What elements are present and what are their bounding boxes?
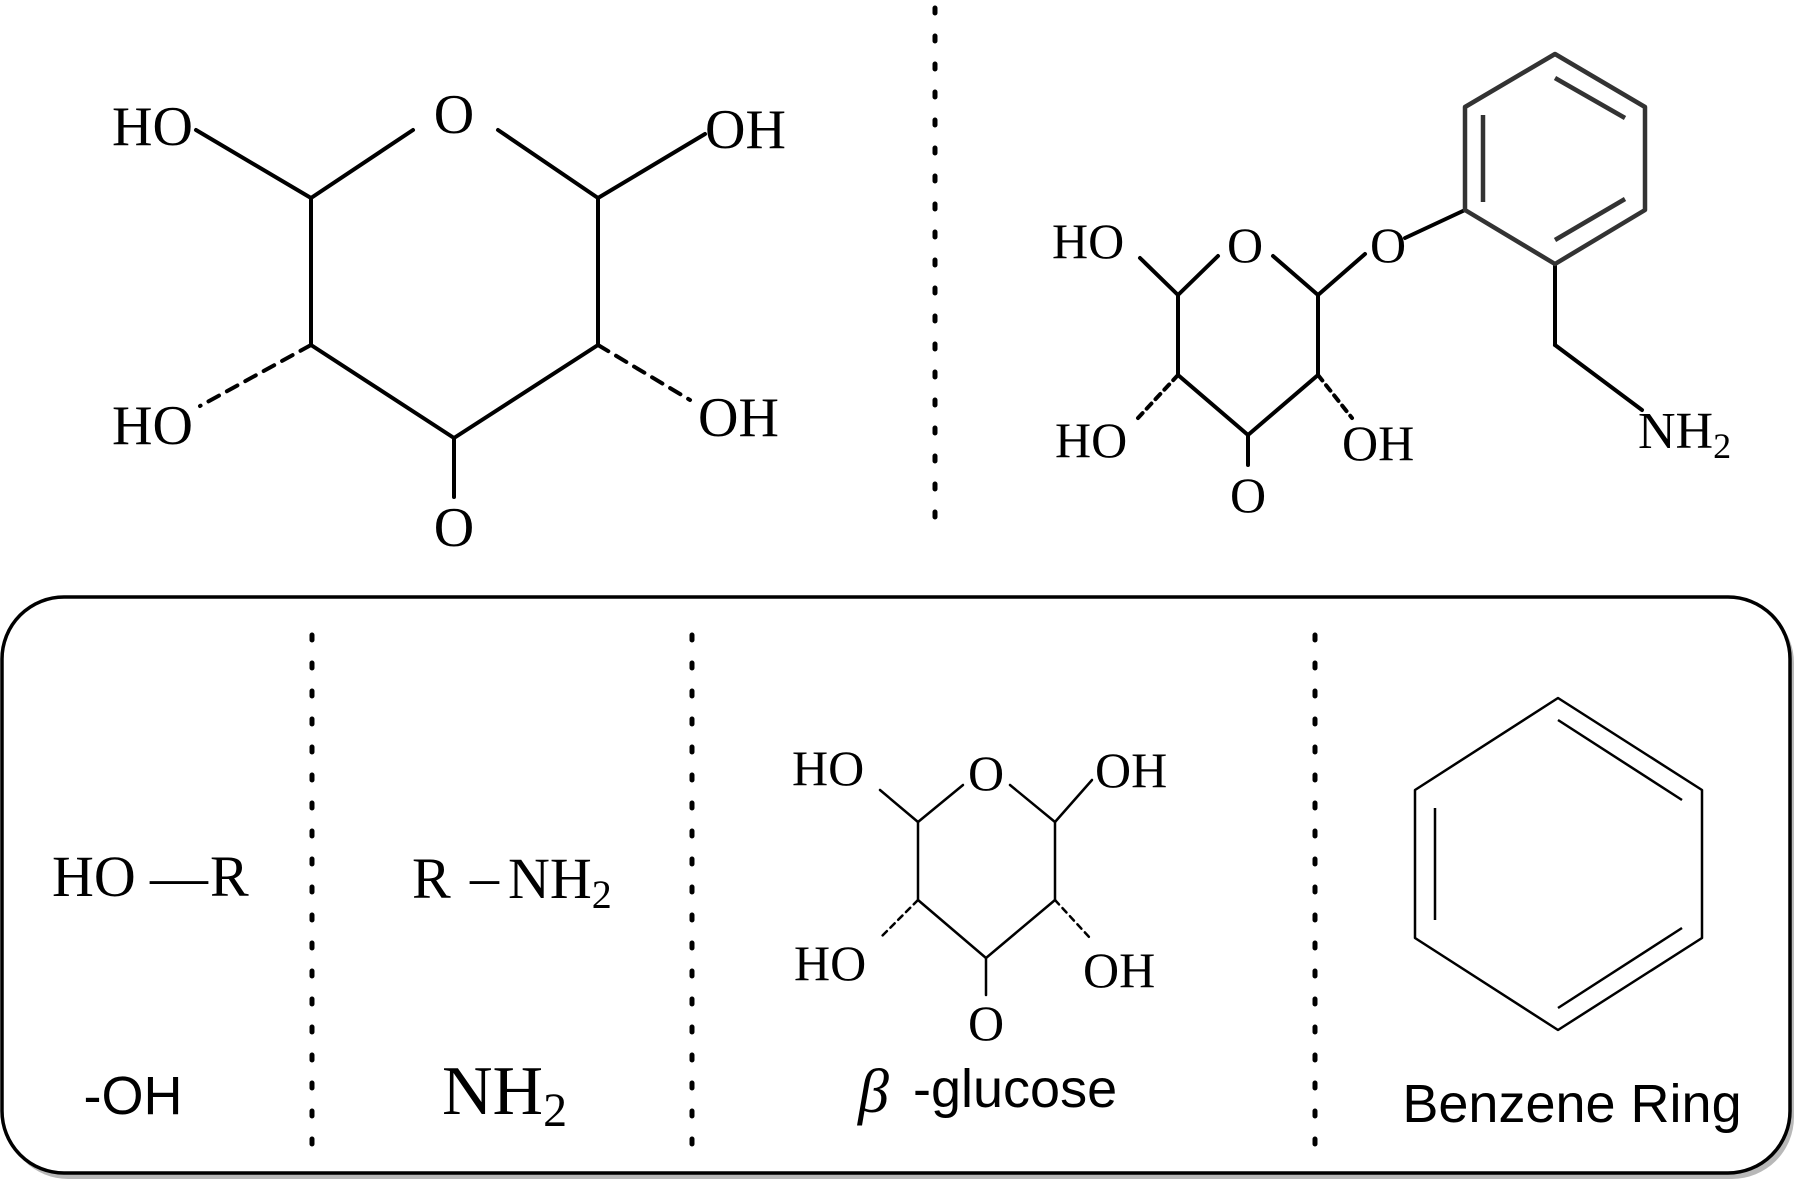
amine-label: NH2 (1638, 403, 1731, 466)
bond (1053, 778, 1094, 824)
top-conjugate-molecule: HO O O HO OH O NH2 (1052, 51, 1731, 523)
amine-formula-nh2: NH2 (508, 846, 612, 917)
amine-caption: NH2 (442, 1053, 567, 1137)
legend-dividers (309, 632, 1318, 1153)
benzene-ring (1462, 51, 1648, 267)
bond (916, 783, 965, 824)
bond (1271, 254, 1320, 297)
dashed-bond (1053, 898, 1092, 940)
hydroxyl-label: HO (112, 96, 193, 158)
legend-panel: HO — R -OH R – NH2 NH2 (0, 595, 1794, 1179)
hydroxyl-label: OH (705, 99, 786, 161)
ring-oxygen-label: O (434, 84, 474, 146)
oxygen-label: O (968, 995, 1004, 1051)
hydroxyl-label: OH (1095, 742, 1167, 798)
hydroxyl-caption: -OH (84, 1066, 183, 1126)
legend-benzene: Benzene Ring (1402, 696, 1742, 1134)
bond (1176, 373, 1250, 437)
bond (916, 898, 988, 960)
legend-hydroxyl: HO — R -OH (52, 844, 249, 1126)
dashed-bond (878, 898, 920, 940)
glucose-caption: -glucose (913, 1059, 1117, 1119)
bond (1008, 783, 1057, 824)
bond (1553, 343, 1644, 412)
ether-oxygen-label: O (1370, 217, 1406, 273)
ring-oxygen-label: O (1227, 217, 1263, 273)
oxygen-label: O (1230, 467, 1266, 523)
hydroxyl-label: OH (1342, 415, 1414, 471)
bond (1176, 254, 1220, 297)
bond (878, 788, 920, 824)
top-glucose-molecule: O HO OH HO OH O (112, 84, 786, 559)
legend-glucose: O HO OH HO OH O β -glucose (792, 740, 1167, 1126)
bond (596, 132, 707, 200)
hydroxyl-label: HO (1055, 412, 1127, 468)
dashed-bond (1136, 373, 1180, 420)
hydroxyl-label: HO (112, 395, 193, 457)
bond (452, 343, 600, 440)
bond (1138, 256, 1180, 297)
hydroxyl-label: OH (698, 387, 779, 449)
amine-formula-r: R (412, 846, 451, 911)
dashed-bond (198, 343, 313, 408)
oxygen-label: O (434, 497, 474, 559)
bond (309, 128, 415, 200)
bond (496, 128, 600, 200)
beta-symbol: β (857, 1058, 889, 1126)
ring-oxygen-label: O (968, 745, 1004, 801)
hydroxyl-label: HO (792, 740, 864, 796)
bond (1316, 252, 1367, 297)
dashed-bond (1316, 373, 1354, 420)
hydroxyl-formula-ho: HO (52, 844, 136, 909)
benzene-ring (1413, 696, 1704, 1032)
hydroxyl-formula-r: R (210, 844, 249, 909)
dashed-bond (596, 343, 692, 402)
hydroxyl-label: HO (1052, 213, 1124, 269)
bond (1403, 208, 1467, 240)
bond-dash: – (469, 844, 500, 909)
hydroxyl-label: HO (794, 935, 866, 991)
bond (309, 343, 456, 440)
legend-amine: R – NH2 NH2 (412, 844, 612, 1137)
bond-dash: — (149, 844, 209, 909)
bond (1246, 373, 1320, 437)
benzene-caption: Benzene Ring (1402, 1074, 1741, 1134)
bond (194, 128, 313, 200)
panel-border (0, 595, 1792, 1175)
hydroxyl-label: OH (1083, 942, 1155, 998)
bond (984, 898, 1057, 960)
